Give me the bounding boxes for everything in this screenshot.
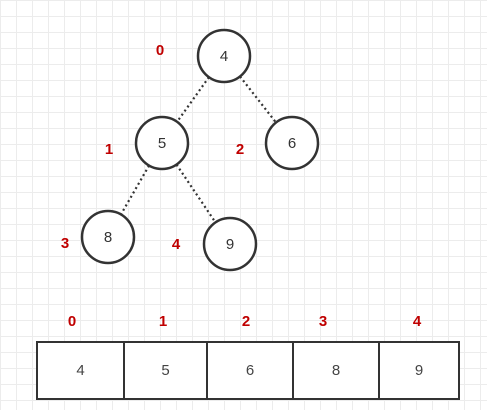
array-index-label: 4	[412, 313, 422, 330]
tree-node-value: 8	[104, 229, 112, 246]
array-cell: 6	[208, 343, 294, 398]
tree-edge	[176, 76, 210, 123]
tree-node: 94	[172, 216, 258, 272]
array-index-label: 3	[318, 313, 328, 330]
array-index-row: 0 1 2 3 4	[0, 313, 487, 333]
tree-node: 83	[61, 209, 136, 265]
array-cell: 5	[125, 343, 208, 398]
tree-node-index: 2	[236, 141, 244, 158]
tree-edge	[175, 163, 217, 224]
tree-node: 40	[156, 28, 252, 84]
tree-node-circle	[202, 216, 258, 272]
tree-node-index: 4	[172, 236, 181, 253]
tree-node: 62	[236, 115, 320, 171]
array-index-label: 2	[241, 313, 251, 330]
array-index-label: 1	[158, 313, 168, 330]
tree-node-value: 9	[226, 236, 234, 253]
heap-array: 4 5 6 8 9	[36, 341, 460, 400]
array-index-label: 0	[67, 313, 77, 330]
tree-node-index: 0	[156, 42, 164, 59]
tree-edge	[239, 75, 277, 124]
array-cell: 4	[38, 343, 125, 398]
tree-edge	[119, 164, 151, 216]
tree-node-circle	[134, 115, 190, 171]
tree-node-value: 4	[220, 48, 228, 65]
tree-node-index: 3	[61, 235, 69, 252]
tree-node-value: 6	[288, 135, 296, 152]
tree-node-index: 1	[105, 141, 113, 158]
array-cell: 8	[294, 343, 380, 398]
array-cell: 9	[414, 362, 424, 379]
tree-node-circle	[80, 209, 136, 265]
tree-node-circle	[264, 115, 320, 171]
tree-node: 51	[105, 115, 190, 171]
tree-node-value: 5	[158, 135, 166, 152]
tree-edges	[119, 75, 277, 224]
tree-node-circle	[196, 28, 252, 84]
